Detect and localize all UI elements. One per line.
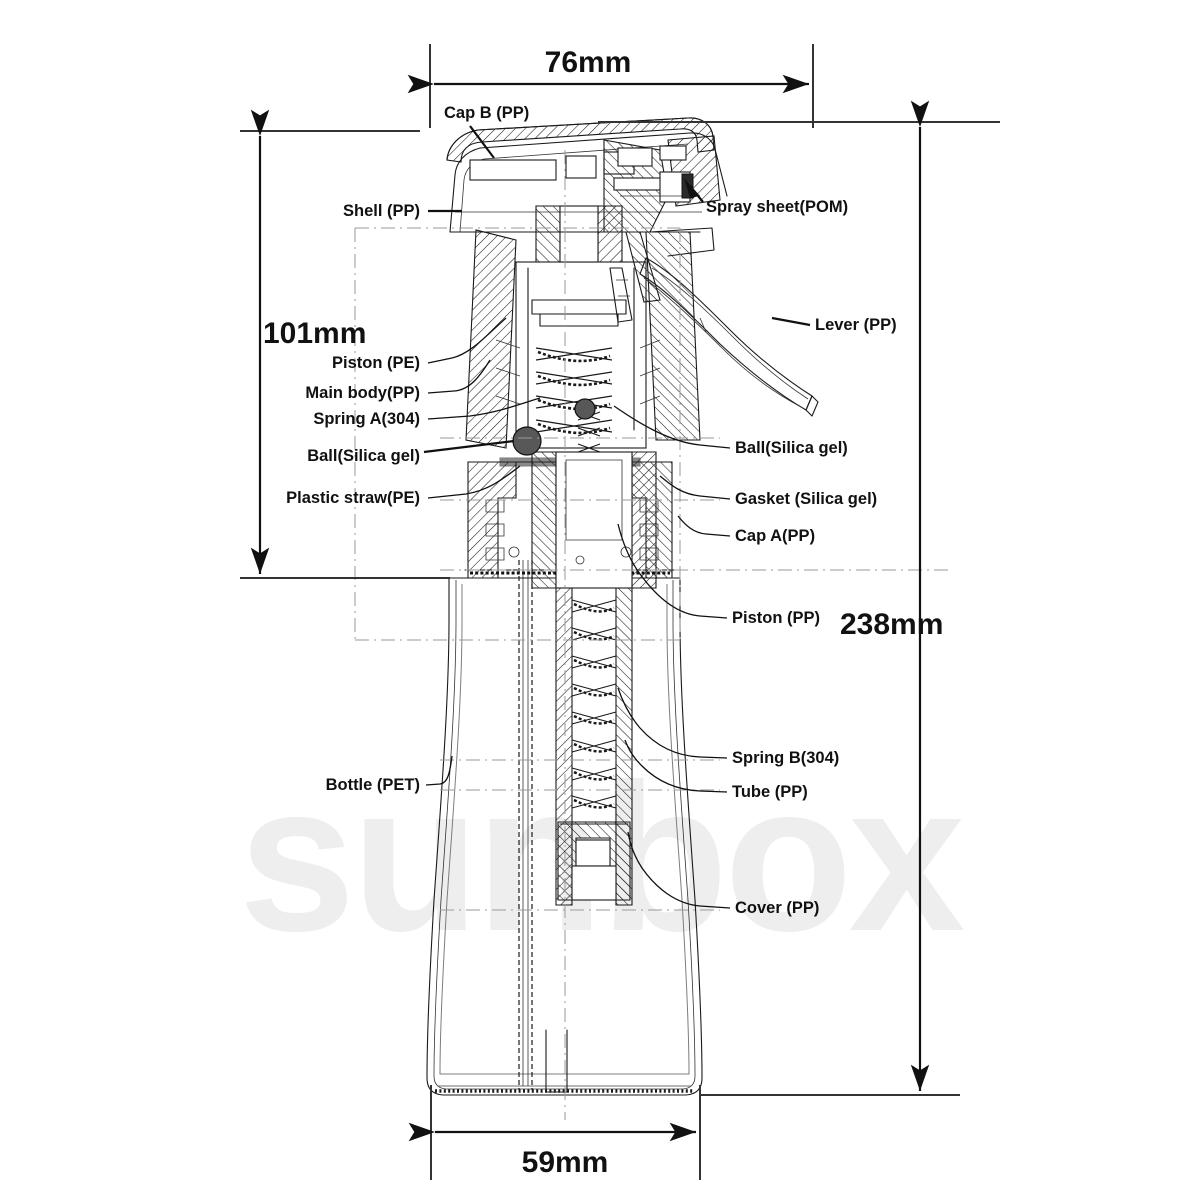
right-callouts: Spray sheet(POM) Lever (PP) Ball(Silica …: [613, 178, 897, 917]
callout-label-spring-b: Spring B(304): [732, 749, 839, 767]
callout-label-plastic-straw: Plastic straw(PE): [286, 489, 420, 507]
dimension-height-total: 238mm: [598, 100, 1000, 1096]
dimension-label-76mm: 76mm: [545, 46, 632, 79]
plastic-straw-part: [518, 560, 533, 1090]
callout-label-piston-pp: Piston (PP): [732, 609, 820, 627]
callout-plastic-straw: Plastic straw(PE): [286, 465, 521, 507]
callout-label-gasket: Gasket (Silica gel): [735, 490, 877, 508]
callout-cap-b: Cap B (PP): [444, 104, 529, 159]
callout-lever: Lever (PP): [771, 316, 897, 334]
callout-label-ball-right: Ball(Silica gel): [735, 439, 848, 457]
callout-piston-pp: Piston (PP): [617, 523, 820, 627]
dimension-height-head: 101mm: [240, 109, 450, 579]
callout-ball-left: Ball(Silica gel): [307, 439, 515, 465]
dimension-label-101mm: 101mm: [263, 317, 366, 350]
callout-spray-sheet: Spray sheet(POM): [684, 178, 848, 216]
callout-bottle: Bottle (PET): [326, 755, 453, 794]
dimension-width-top: 76mm: [407, 44, 814, 128]
callout-cap-a: Cap A(PP): [677, 515, 815, 545]
callout-tube: Tube (PP): [624, 739, 808, 801]
tube-spring-assembly: [555, 587, 633, 906]
callout-spring-a: Spring A(304): [313, 397, 541, 428]
callout-gasket: Gasket (Silica gel): [659, 475, 877, 508]
cap-a-assembly: [464, 451, 677, 589]
callout-label-shell: Shell (PP): [343, 202, 420, 220]
cover-part: [557, 821, 631, 901]
callout-label-cover: Cover (PP): [735, 899, 819, 917]
spray-nozzle-assembly: [603, 135, 721, 303]
callout-piston-pe: Piston (PE): [332, 317, 507, 372]
callout-label-cap-a: Cap A(PP): [735, 527, 815, 545]
callout-main-body: Main body(PP): [305, 359, 491, 402]
callout-ball-right: Ball(Silica gel): [613, 405, 848, 457]
callout-shell: Shell (PP): [343, 202, 462, 220]
ball-left-part: [512, 426, 542, 456]
callout-label-ball-left: Ball(Silica gel): [307, 447, 420, 465]
callout-label-lever: Lever (PP): [815, 316, 897, 334]
dimension-label-59mm: 59mm: [522, 1146, 609, 1179]
main-body-assembly: [465, 205, 701, 456]
callout-spring-b: Spring B(304): [617, 687, 839, 767]
callout-label-piston-pe: Piston (PE): [332, 354, 420, 372]
dimension-label-238mm: 238mm: [840, 608, 943, 641]
lever-part: [609, 257, 819, 417]
callout-label-bottle: Bottle (PET): [326, 776, 420, 794]
callout-label-tube: Tube (PP): [732, 783, 808, 801]
left-callouts: Cap B (PP) Shell (PP) Piston (PE) Main b…: [286, 104, 541, 794]
callout-cover: Cover (PP): [627, 831, 819, 917]
ball-right-part: [574, 398, 596, 420]
centerlines: [354, 150, 950, 1120]
dimension-width-base: 59mm: [408, 1085, 701, 1180]
callout-label-spray-sheet: Spray sheet(POM): [706, 198, 848, 216]
callout-label-main-body: Main body(PP): [305, 384, 420, 402]
callout-label-cap-b: Cap B (PP): [444, 104, 529, 122]
callout-label-spring-a: Spring A(304): [313, 410, 420, 428]
